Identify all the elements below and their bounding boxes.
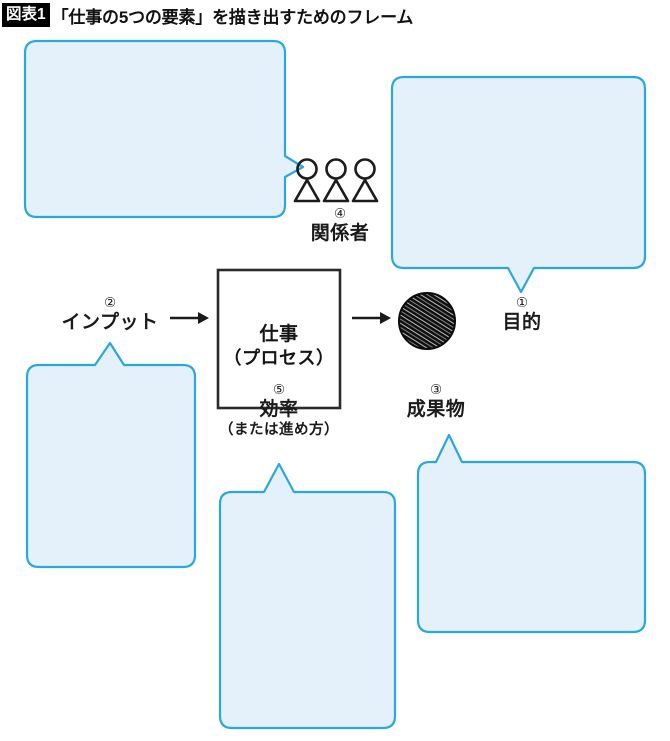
label-efficiency-sub: （または進め方） [219,422,339,439]
process-box-line1: 仕事 [259,324,299,345]
label-stakeholders-number: ④ [333,206,347,221]
label-purpose-text: 目的 [502,311,542,333]
label-input-text: インプット [61,311,159,333]
page-title: 「仕事の5つの要素」を描き出すためのフレーム [51,7,414,27]
label-efficiency: ⑤ 効率 （または進め方） [204,382,354,439]
figure-number-badge: 図表1 [2,2,50,28]
diagram-canvas: 仕事 （プロセス） ④ 関係者 ① 目的 ② インプット ③ 成果物 ⑤ 効率 … [0,30,670,741]
arrow-process-to-deliverable [352,312,391,324]
note-input[interactable] [25,341,197,569]
label-stakeholders: ④ 関係者 [286,206,394,245]
label-input-number: ② [103,295,117,310]
label-deliverable: ③ 成果物 [382,382,490,421]
scribbled-circle-icon [398,292,456,350]
label-stakeholders-text: 関係者 [310,222,370,244]
diagram-graphics [23,39,647,730]
label-deliverable-number: ③ [429,382,443,397]
label-deliverable-text: 成果物 [406,398,466,420]
label-efficiency-text: 効率 [259,398,299,420]
process-box-line2: （プロセス） [223,348,335,369]
label-purpose: ① 目的 [468,295,576,334]
label-purpose-number: ① [515,295,529,310]
process-box[interactable] [216,268,342,410]
page-title-bar: 図表1 「仕事の5つの要素」を描き出すためのフレーム [2,2,668,28]
label-input: ② インプット [48,295,172,334]
note-purpose[interactable] [390,75,647,294]
process-box-label: 仕事 （プロセス） [218,322,340,371]
note-efficiency[interactable] [218,462,397,730]
note-stakeholders[interactable] [23,39,305,219]
three-people-icon [293,158,379,203]
label-efficiency-number: ⑤ [272,382,286,397]
note-deliverable[interactable] [416,433,647,634]
arrow-input-to-process [170,312,209,324]
